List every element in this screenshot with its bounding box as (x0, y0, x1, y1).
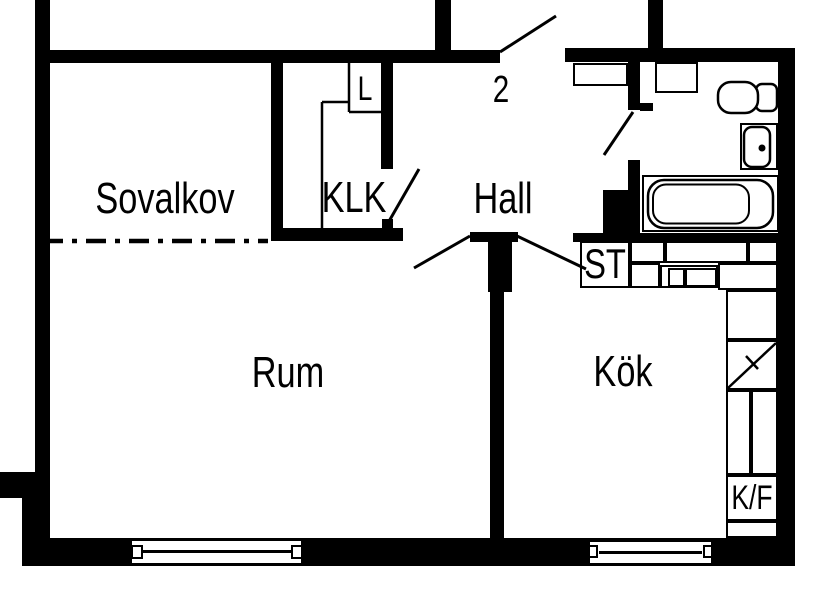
wall-bath-step (603, 190, 628, 233)
toilet-bowl (716, 80, 760, 115)
bathtub (642, 175, 779, 232)
kitchen-cabinet-top (726, 290, 778, 340)
kitchen-counter-2 (665, 241, 748, 263)
wall-top-left (35, 50, 500, 63)
label-fridge-freezer: K/F (731, 479, 773, 517)
room-label-klk: KLK (321, 173, 387, 222)
wall-rum-kok-cap (470, 232, 518, 242)
wall-sovalkov-klk (271, 62, 283, 240)
label-stairwell-number: 2 (492, 69, 510, 111)
wall-left-jog (0, 472, 50, 498)
fridge-freezer (726, 475, 778, 521)
wall-right (778, 48, 795, 566)
wall-rum-kok-upper (488, 242, 512, 292)
room-label-sovalkov: Sovalkov (95, 174, 235, 223)
wall-bath-bottom (573, 233, 795, 242)
wall-rum-kok (490, 292, 504, 538)
ventilation-shaft (726, 340, 778, 390)
sink-unit (740, 123, 778, 170)
stove-burner-right (685, 268, 717, 287)
kitchen-counter-3 (748, 241, 778, 263)
stove-burner-left (668, 268, 685, 287)
kitchen-cabinet-bottom (726, 521, 778, 538)
klk-door-leaf (386, 168, 421, 224)
kitchen-counter-4 (630, 263, 660, 288)
rum-opening-leaf (413, 234, 471, 270)
kok-window-right-post (703, 545, 713, 558)
st-closet (580, 241, 630, 288)
bathroom-door-leaf (602, 111, 635, 156)
entrance-door-leaf (499, 14, 557, 54)
rum-window-left-post (131, 545, 143, 559)
washing-machine (655, 62, 698, 93)
kitchen-cabinet-tall-right (751, 390, 778, 475)
label-st-closet: ST (584, 240, 626, 287)
label-closet-l: L (357, 70, 373, 108)
wall-bath-left-lower (628, 160, 640, 233)
kok-window-frame-line (599, 550, 702, 554)
wall-top-right (565, 48, 795, 62)
room-label-kok: Kök (593, 347, 653, 396)
kitchen-counter-5 (718, 263, 778, 290)
wall-left-upper (35, 0, 50, 473)
wall-stub-top-center (435, 0, 451, 52)
wall-klk-bottom (271, 228, 403, 241)
rum-window-right-post (291, 545, 303, 559)
klk-door-jamb (382, 219, 393, 229)
kitchen-cabinet-tall-left (726, 390, 751, 475)
wall-klk-hall (381, 62, 393, 169)
kitchen-counter-1 (630, 241, 665, 263)
wall-stub-top-right (648, 0, 663, 50)
rum-window (130, 539, 303, 565)
room-label-rum: Rum (251, 348, 325, 397)
room-label-hall: Hall (473, 174, 533, 223)
toilet-tank (754, 82, 779, 113)
kok-window (588, 540, 713, 565)
wall-bath-left-upper (628, 62, 640, 110)
bath-door-jamb (640, 103, 653, 111)
hall-cabinet (573, 63, 628, 86)
kok-window-left-post (588, 545, 598, 558)
rum-window-frame-line (141, 550, 292, 553)
